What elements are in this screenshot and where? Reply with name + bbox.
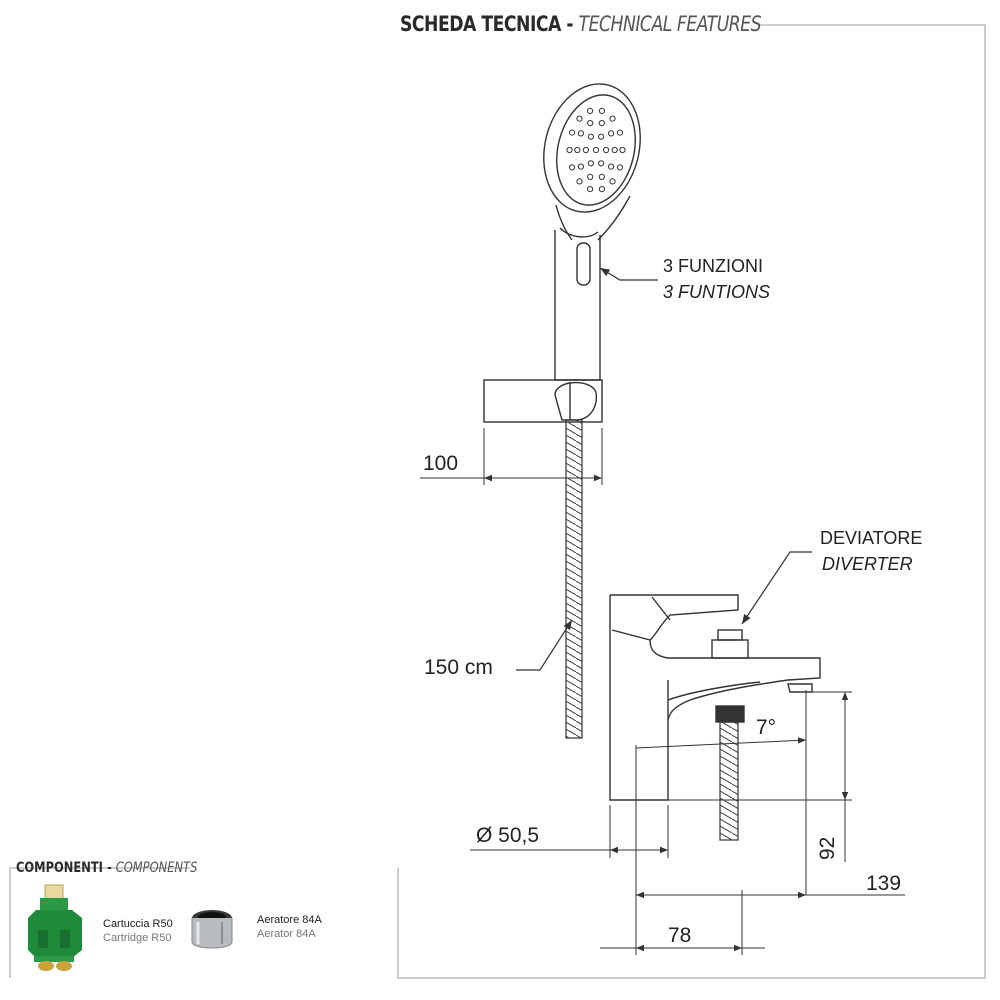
dimension-height (668, 691, 852, 862)
nozzle (576, 115, 583, 122)
aerator-icon (191, 910, 233, 949)
dim-angle: 7° (756, 716, 777, 739)
dim-bracket-width: 100 (423, 452, 459, 475)
functions-label-en: 3 FUNTIONS (663, 282, 771, 302)
dimension-diameter (470, 805, 669, 858)
nozzle (598, 133, 605, 140)
nozzle (603, 146, 610, 154)
nozzle (577, 163, 585, 170)
dimension-spout-reach (635, 745, 905, 955)
nozzle (598, 107, 606, 115)
nozzle (592, 146, 600, 154)
nozzle (609, 115, 616, 122)
hose-length-leader (516, 619, 573, 671)
nozzle (598, 160, 605, 167)
dim-hose-length: 150 cm (424, 656, 493, 679)
dim-base-outlet: 78 (668, 924, 692, 947)
components-title-en: COMPONENTS (115, 860, 198, 876)
nozzle (587, 133, 595, 140)
title-separator: - (566, 12, 574, 36)
bath-mixer (609, 594, 821, 801)
nozzle (576, 178, 583, 185)
dim-spout-reach: 139 (866, 872, 902, 895)
components-title: COMPONENTI - COMPONENTS (16, 860, 197, 876)
page-title: SCHEDA TECNICA - TECHNICAL FEATURES (400, 12, 762, 36)
mixer-hose (719, 721, 739, 841)
component-aerator-en: Aerator 84A (257, 928, 316, 940)
functions-label-it: 3 FUNZIONI (663, 256, 764, 276)
nozzle (598, 186, 606, 193)
nozzle (566, 146, 573, 154)
shower-nozzles (566, 107, 626, 193)
nozzle (616, 164, 624, 171)
dim-height: 92 (816, 836, 839, 860)
nozzle (574, 146, 581, 154)
nozzle (598, 173, 605, 180)
nozzle (608, 163, 615, 170)
nozzle (569, 164, 576, 171)
component-cartridge-it: Cartuccia R50 (103, 918, 173, 930)
diverter-label-en: DIVERTER (822, 554, 913, 574)
sheet-frame (9, 24, 986, 979)
nozzle (609, 178, 616, 185)
nozzle (616, 129, 624, 136)
dim-diameter: Ø 50,5 (476, 824, 540, 847)
nozzle (587, 120, 594, 127)
nozzle (619, 146, 626, 154)
cartridge-icon (28, 884, 82, 971)
nozzle (582, 146, 590, 154)
title-english: TECHNICAL FEATURES (578, 12, 762, 36)
diverter-leader (741, 551, 812, 625)
component-cartridge-en: Cartridge R50 (103, 932, 172, 944)
nozzle (587, 160, 595, 167)
title-italian: SCHEDA TECNICA (400, 12, 561, 36)
nozzle (587, 107, 594, 115)
nozzle (608, 130, 615, 137)
nozzle (598, 120, 605, 127)
nozzle (587, 173, 594, 180)
hand-shower (543, 83, 641, 381)
dimension-angle (635, 690, 807, 895)
components-title-it: COMPONENTI (16, 860, 103, 876)
nozzle (569, 129, 576, 136)
components-separator: - (106, 860, 112, 876)
shower-hose (565, 419, 583, 739)
wall-bracket (483, 379, 603, 423)
diverter-label-it: DEVIATORE (820, 528, 923, 548)
component-aerator-it: Aeratore 84A (257, 914, 322, 926)
functions-leader (599, 267, 658, 281)
nozzle (577, 130, 585, 137)
dimension-base-outlet (600, 890, 765, 955)
nozzle (587, 186, 594, 193)
nozzle (611, 146, 618, 154)
